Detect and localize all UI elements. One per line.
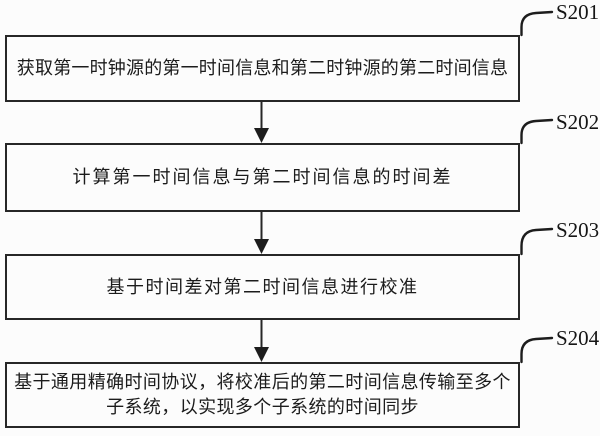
flow-step-box-s202: 计算第一时间信息与第二时间信息的时间差 bbox=[5, 143, 520, 212]
flow-arrow-1 bbox=[254, 102, 269, 143]
leader-line-s204 bbox=[520, 336, 554, 364]
step-label-s204: S204 bbox=[556, 326, 600, 350]
step-label-s202: S202 bbox=[556, 110, 600, 134]
flow-step-text-s204: 基于通用精确时间协议，将校准后的第二时间信息传输至多个子系统，以实现多个子系统的… bbox=[14, 372, 511, 417]
leader-line-s201 bbox=[520, 10, 554, 37]
leader-line-s202 bbox=[520, 118, 554, 145]
flow-arrow-3 bbox=[254, 320, 269, 362]
flow-step-box-s204: 基于通用精确时间协议，将校准后的第二时间信息传输至多个子系统，以实现多个子系统的… bbox=[5, 362, 520, 428]
flow-arrow-2 bbox=[254, 212, 269, 254]
leader-line-s203 bbox=[520, 227, 554, 256]
step-label-s201: S201 bbox=[556, 0, 600, 24]
flow-step-text-s202: 计算第一时间信息与第二时间信息的时间差 bbox=[72, 167, 453, 187]
flow-step-box-s201: 获取第一时钟源的第一时间信息和第二时钟源的第二时间信息 bbox=[5, 35, 520, 102]
step-label-s203: S203 bbox=[556, 218, 600, 242]
flow-step-text-s203: 基于时间差对第二时间信息进行校准 bbox=[106, 276, 419, 297]
flow-step-text-s201: 获取第一时钟源的第一时间信息和第二时钟源的第二时间信息 bbox=[16, 58, 509, 78]
flow-step-box-s203: 基于时间差对第二时间信息进行校准 bbox=[5, 254, 520, 320]
